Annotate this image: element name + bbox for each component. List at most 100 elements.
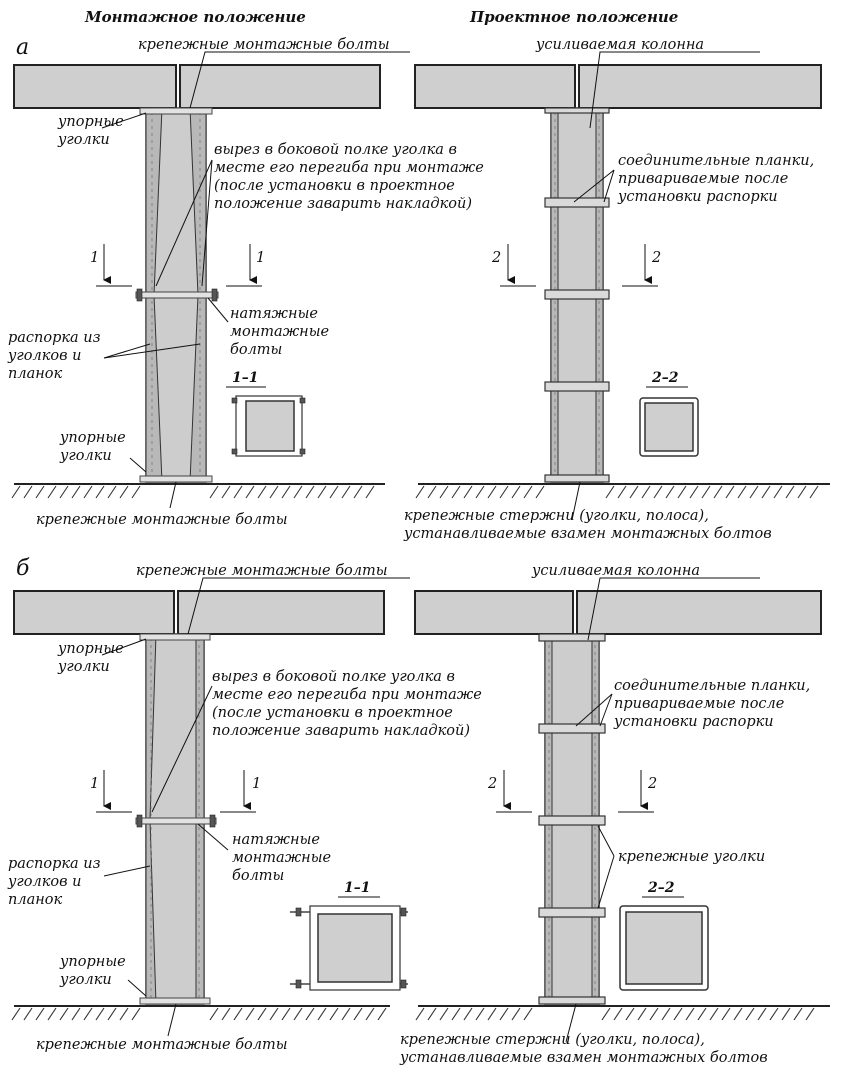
panel-a-letter: а [16, 35, 29, 60]
svg-text:соединительные планки,: соединительные планки, [618, 153, 814, 169]
ground-a-left [11, 483, 385, 499]
svg-text:2–2: 2–2 [651, 370, 679, 386]
svg-text:упорные: упорные [57, 114, 124, 130]
svg-text:положение заварить накладкой): положение заварить накладкой) [212, 723, 470, 739]
slab-left-design-a [414, 64, 576, 109]
mounting-column-b [135, 633, 217, 1005]
section-1-1-b: 1–1 [290, 880, 408, 991]
label-column-a: усиливаемая колонна [535, 37, 704, 53]
svg-text:1–1: 1–1 [232, 370, 258, 386]
svg-text:1: 1 [90, 250, 99, 266]
leaders-a-right [571, 51, 760, 521]
svg-text:(после установки в проектное: (после установки в проектное [212, 705, 453, 721]
svg-text:2–2: 2–2 [647, 880, 675, 896]
slab-right [179, 64, 381, 109]
svg-text:2: 2 [651, 250, 661, 266]
leaders-a-left [101, 51, 410, 509]
svg-text:монтажные: монтажные [232, 850, 331, 866]
header-mounting: Монтажное положение [84, 8, 306, 26]
svg-text:планок: планок [8, 892, 62, 908]
leaders-b-right [565, 577, 760, 1043]
svg-text:крепежные стержни (уголки, пол: крепежные стержни (уголки, полоса), [400, 1032, 705, 1048]
panel-b-letter: б [16, 556, 30, 581]
slab-right-design-a [578, 64, 822, 109]
svg-text:упорные: упорные [57, 641, 124, 657]
svg-text:натяжные: натяжные [230, 306, 318, 322]
label-tension-bolts-a: натяжные монтажные болты [230, 306, 329, 358]
svg-text:уголки: уголки [59, 972, 112, 988]
label-top-bolts-b: крепежные монтажные болты [136, 563, 388, 579]
svg-text:2: 2 [491, 250, 501, 266]
svg-text:монтажные: монтажные [230, 324, 329, 340]
section-2-2-a: 2–2 [639, 370, 699, 457]
label-cutout-a: вырез в боковой полке уголка в месте его… [214, 142, 484, 212]
svg-text:уголков и: уголков и [7, 348, 81, 364]
svg-text:болты: болты [230, 342, 282, 358]
slab-left-design-b [414, 590, 574, 635]
label-plates-a: соединительные планки, привариваемые пос… [617, 153, 814, 205]
svg-text:положение заварить накладкой): положение заварить накладкой) [214, 196, 472, 212]
label-bottom-bolts-a: крепежные монтажные болты [36, 512, 288, 528]
svg-text:месте его перегиба при монтаже: месте его перегиба при монтаже [212, 687, 482, 703]
section-2-2-b: 2–2 [619, 880, 709, 991]
svg-text:распорка из: распорка из [8, 856, 101, 872]
svg-text:установки распорки: установки распорки [617, 189, 778, 205]
cut-marks-1-a: 1 1 [90, 244, 265, 287]
svg-text:вырез в боковой полке уголка в: вырез в боковой полке уголка в [214, 142, 457, 158]
svg-text:уголки: уголки [57, 659, 110, 675]
design-column-b [538, 633, 606, 1005]
label-bottom-bolts-b: крепежные монтажные болты [36, 1037, 288, 1053]
panel-a: а 1 [7, 35, 830, 542]
svg-text:1: 1 [90, 776, 99, 792]
svg-text:распорка из: распорка из [8, 330, 101, 346]
slab-left-b [13, 590, 175, 635]
svg-text:месте его перегиба при монтаже: месте его перегиба при монтаже [214, 160, 484, 176]
label-column-b: усиливаемая колонна [531, 563, 700, 579]
svg-text:вырез в боковой полке уголка в: вырез в боковой полке уголка в [212, 669, 455, 685]
label-tension-bolts-b: натяжные монтажные болты [232, 832, 331, 884]
svg-text:1: 1 [252, 776, 261, 792]
ground-b-left [11, 1005, 390, 1021]
label-strut-a: распорка из уголков и планок [7, 330, 101, 382]
ground-a-right [415, 483, 830, 499]
label-stop-angles-top-a: упорные уголки [57, 114, 124, 148]
label-top-bolts-a: крепежные монтажные болты [138, 37, 390, 53]
cut-marks-2-b: 2 2 [487, 770, 657, 813]
svg-text:2: 2 [487, 776, 497, 792]
svg-text:крепежные стержни (уголки, пол: крепежные стержни (уголки, полоса), [404, 508, 709, 524]
svg-text:(после установки в проектное: (после установки в проектное [214, 178, 455, 194]
svg-text:2: 2 [647, 776, 657, 792]
svg-text:уголки: уголки [59, 448, 112, 464]
label-stop-angles-top-b: упорные уголки [57, 641, 124, 675]
svg-text:1–1: 1–1 [344, 880, 370, 896]
panel-b: б 1 [7, 556, 830, 1066]
svg-text:болты: болты [232, 868, 284, 884]
label-stop-angles-bottom-a: упорные уголки [59, 430, 126, 464]
header-design: Проектное положение [469, 8, 678, 26]
svg-text:уголков и: уголков и [7, 874, 81, 890]
label-plates-b: соединительные планки, привариваемые пос… [613, 678, 810, 730]
svg-text:уголки: уголки [57, 132, 110, 148]
slab-right-design-b [576, 590, 822, 635]
svg-text:упорные: упорные [59, 430, 126, 446]
label-rods-b: крепежные стержни (уголки, полоса), уста… [399, 1032, 768, 1066]
svg-text:устанавливаемые взамен монтажн: устанавливаемые взамен монтажных болтов [399, 1050, 768, 1066]
section-1-1-a: 1–1 [226, 370, 306, 457]
slab-right-b [177, 590, 385, 635]
svg-text:привариваемые после: привариваемые после [618, 171, 788, 187]
slab-left [13, 64, 177, 109]
design-column-a [544, 107, 610, 483]
label-cutout-b: вырез в боковой полке уголка в месте его… [212, 669, 482, 739]
svg-text:1: 1 [256, 250, 265, 266]
svg-text:устанавливаемые взамен монтажн: устанавливаемые взамен монтажных болтов [403, 526, 772, 542]
svg-text:натяжные: натяжные [232, 832, 320, 848]
svg-text:планок: планок [8, 366, 62, 382]
label-strut-b: распорка из уголков и планок [7, 856, 101, 908]
label-rods-a: крепежные стержни (уголки, полоса), уста… [403, 508, 772, 542]
leaders-b-left [101, 577, 410, 1037]
label-stop-angles-bottom-b: упорные уголки [59, 954, 126, 988]
cut-marks-1-b: 1 1 [90, 770, 261, 813]
svg-text:установки распорки: установки распорки [613, 714, 774, 730]
